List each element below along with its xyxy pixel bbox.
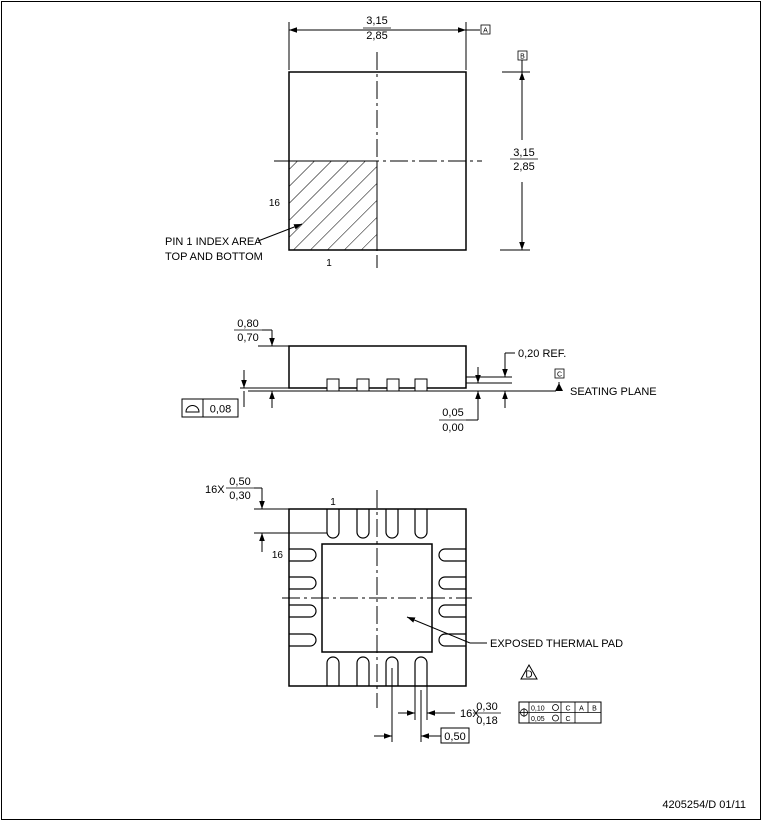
fcf-row1-tol: 0,10: [531, 706, 545, 713]
pad-left-1: [289, 548, 317, 562]
note-d-triangle: [520, 663, 538, 680]
thickness-max: 0,80: [237, 318, 258, 330]
height-max: 3,15: [513, 147, 534, 159]
flatness-value: 0,08: [210, 404, 231, 416]
side-view: 0,80 0,70 0,08 0,20 REF. 0,05 0,00 C SEA…: [181, 318, 657, 434]
side-lead-2: [356, 378, 370, 392]
pad-label: EXPOSED THERMAL PAD: [490, 638, 623, 650]
lead-len-max: 0,50: [229, 476, 250, 488]
pad-right-4: [438, 633, 466, 647]
side-lead-1: [326, 378, 340, 392]
side-lead-3: [386, 378, 400, 392]
fcf-row2-tol: 0,05: [531, 716, 545, 723]
pad-right-3: [438, 604, 466, 618]
lead-len-min: 0,30: [229, 490, 250, 502]
top-view: 3,15 2,85 A B 3,15 2,85 16 1 PIN 1 INDEX…: [165, 15, 538, 269]
standoff-min: 0,00: [442, 422, 463, 434]
top-pin16-label: 16: [269, 198, 281, 209]
seating-plane-label: SEATING PLANE: [570, 386, 657, 398]
standoff-max: 0,05: [442, 407, 463, 419]
pad-bottom-1: [326, 656, 340, 686]
top-view-hatch: [288, 160, 378, 251]
fcf-row1-d1: C: [565, 706, 570, 713]
pad-left-2: [289, 576, 317, 590]
thickness-min: 0,70: [237, 332, 258, 344]
top-pin1-label: 1: [326, 258, 332, 269]
pad-top-4: [414, 509, 428, 539]
pad-top-1: [326, 509, 340, 539]
pad-bottom-3: [385, 656, 399, 686]
note-d-label: D: [525, 670, 532, 681]
width-max: 3,15: [366, 15, 387, 27]
pad-right-2: [438, 576, 466, 590]
document-id: 4205254/D 01/11: [662, 799, 746, 811]
pad-bottom-4: [414, 656, 428, 686]
pad-top-3: [385, 509, 399, 539]
pad-right-1: [438, 548, 466, 562]
lead-len-prefix: 16X: [205, 484, 225, 496]
lead-width-max: 0,30: [476, 701, 497, 713]
bottom-view: 16X 0,50 0,30 1 16 EXPOSED THERMAL PAD D…: [205, 476, 623, 744]
side-lead-4: [414, 378, 428, 392]
lead-width-min: 0,18: [476, 715, 497, 727]
ref-label: 0,20 REF.: [518, 348, 566, 360]
index-area-label-1: PIN 1 INDEX AREA: [165, 236, 262, 248]
datum-c-label: C: [557, 372, 562, 379]
index-area-leader: [257, 223, 303, 242]
fcf-row2-d1: C: [565, 716, 570, 723]
pad-leader-diag: [406, 616, 471, 644]
fcf-row1-d3: B: [592, 706, 597, 713]
bottom-pin1-label: 1: [330, 497, 336, 508]
index-area-label-2: TOP AND BOTTOM: [165, 251, 263, 263]
pad-bottom-2: [356, 656, 370, 686]
datum-a-box: [480, 24, 491, 35]
pad-left-4: [289, 633, 317, 647]
datum-c-box: [554, 368, 565, 379]
width-min: 2,85: [366, 30, 387, 42]
datum-b-box: [517, 50, 528, 61]
datum-a-label: A: [483, 28, 488, 35]
pitch-value: 0,50: [444, 731, 465, 743]
mmc-icon-row2: [552, 714, 559, 722]
pad-left-3: [289, 604, 317, 618]
height-min: 2,85: [513, 161, 534, 173]
bottom-pin16-label: 16: [272, 550, 284, 561]
pitch-box: [440, 727, 470, 744]
side-view-body: [288, 345, 467, 389]
profile-surface-icon: [185, 405, 200, 413]
datum-b-label: B: [520, 54, 525, 61]
mmc-icon-row1: [552, 704, 559, 711]
lead-width-prefix: 16X: [460, 708, 480, 720]
datum-c-triangle: [555, 383, 563, 391]
fcf-row1-d2: A: [579, 706, 584, 713]
pad-top-2: [356, 509, 370, 539]
